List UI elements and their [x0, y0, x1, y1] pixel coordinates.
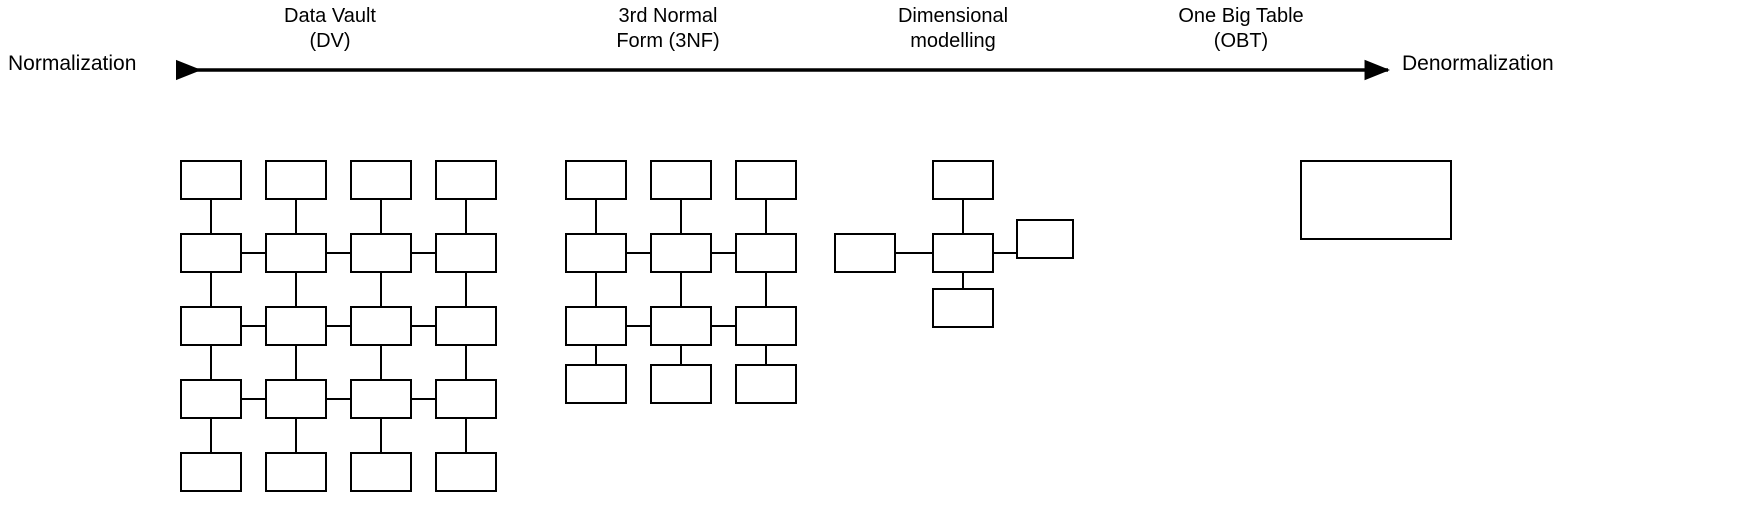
dv-entity-box[interactable] [180, 306, 242, 346]
nf-entity-box[interactable] [650, 233, 712, 273]
dv-connector-v [295, 198, 298, 235]
dv-entity-box[interactable] [435, 306, 497, 346]
nf-entity-box[interactable] [565, 364, 627, 404]
dv-connector-v [295, 417, 298, 454]
nf-entity-box[interactable] [650, 306, 712, 346]
stage-label-third-normal-form: 3rd Normal Form (3NF) [616, 5, 720, 52]
dv-entity-box[interactable] [435, 452, 497, 492]
dim-dimension-box-east[interactable] [1016, 219, 1074, 259]
stage-label-dimensional-modelling: Dimensional modelling [897, 5, 1009, 52]
dv-entity-box[interactable] [180, 452, 242, 492]
dv-entity-box[interactable] [435, 233, 497, 273]
dv-entity-box[interactable] [350, 306, 412, 346]
dv-connector-v [210, 198, 213, 235]
dv-entity-box[interactable] [180, 160, 242, 200]
nf-connector-v [765, 344, 768, 381]
dv-connector-v [295, 344, 298, 381]
dv-connector-v [380, 198, 383, 235]
dv-connector-v [380, 271, 383, 308]
dv-entity-box[interactable] [350, 379, 412, 419]
nf-entity-box[interactable] [735, 306, 797, 346]
nf-connector-v [765, 198, 768, 235]
nf-connector-v [680, 198, 683, 235]
dv-entity-box[interactable] [180, 379, 242, 419]
dv-entity-box[interactable] [350, 452, 412, 492]
dv-connector-v [210, 344, 213, 381]
dv-connector-v [380, 417, 383, 454]
dv-connector-v [295, 271, 298, 308]
nf-entity-box[interactable] [735, 160, 797, 200]
dim-connector-v-top [962, 198, 965, 235]
stage-label-one-big-table: One Big Table (OBT) [1178, 5, 1304, 52]
nf-entity-box[interactable] [565, 306, 627, 346]
nf-connector-v [595, 198, 598, 235]
stage-label-data-vault: Data Vault (DV) [284, 5, 376, 52]
nf-connector-v [595, 344, 598, 381]
dim-fact-box[interactable] [932, 233, 994, 273]
axis-label-denormalization: Denormalization [1402, 52, 1554, 75]
dim-dimension-box-west[interactable] [834, 233, 896, 273]
nf-connector-v [680, 344, 683, 381]
dim-connector-h-right [993, 252, 1019, 255]
dv-connector-v [210, 271, 213, 308]
dim-dimension-box-north[interactable] [932, 160, 994, 200]
dv-entity-box[interactable] [265, 306, 327, 346]
dv-connector-v [465, 271, 468, 308]
nf-connector-v [680, 271, 683, 308]
obt-table-box[interactable] [1300, 160, 1452, 240]
nf-connector-v [765, 271, 768, 308]
dv-connector-v [465, 344, 468, 381]
dv-connector-v [380, 344, 383, 381]
dv-connector-v [465, 198, 468, 235]
dv-entity-box[interactable] [265, 160, 327, 200]
dim-dimension-box-south[interactable] [932, 288, 994, 328]
nf-entity-box[interactable] [565, 160, 627, 200]
nf-entity-box[interactable] [565, 233, 627, 273]
dv-entity-box[interactable] [180, 233, 242, 273]
dv-entity-box[interactable] [265, 452, 327, 492]
dv-connector-v [210, 417, 213, 454]
nf-entity-box[interactable] [650, 364, 712, 404]
dv-entity-box[interactable] [350, 160, 412, 200]
dv-entity-box[interactable] [435, 379, 497, 419]
nf-entity-box[interactable] [735, 364, 797, 404]
dv-entity-box[interactable] [350, 233, 412, 273]
dv-entity-box[interactable] [265, 379, 327, 419]
dv-entity-box[interactable] [265, 233, 327, 273]
nf-entity-box[interactable] [735, 233, 797, 273]
dv-connector-v [465, 417, 468, 454]
nf-connector-v [595, 271, 598, 308]
axis-label-normalization: Normalization [8, 52, 137, 75]
dv-entity-box[interactable] [435, 160, 497, 200]
dim-connector-h-left [893, 252, 933, 255]
nf-entity-box[interactable] [650, 160, 712, 200]
